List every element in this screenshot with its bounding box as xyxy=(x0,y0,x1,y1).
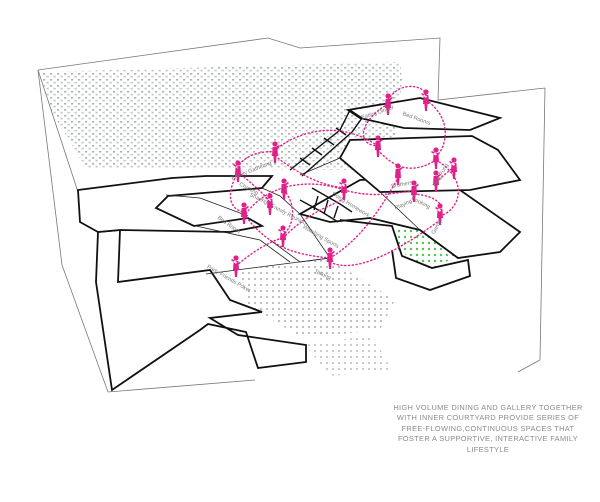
person-figure xyxy=(375,135,383,157)
person-figure xyxy=(272,141,280,163)
interior-lines xyxy=(165,157,421,275)
right-lower-slab xyxy=(297,175,522,259)
person-figure xyxy=(233,160,241,182)
diagram-caption: HIGH VOLUME DINING AND GALLERY TOGETHER … xyxy=(382,403,594,455)
dotted-ground-floor xyxy=(240,258,395,338)
courtyard-steps xyxy=(339,219,471,291)
activity-label: Sharing xyxy=(248,192,268,206)
caption-line: FREE-FLOWING,CONTINUOUS SPACES THAT xyxy=(401,423,575,433)
person-figure xyxy=(327,247,335,269)
people-figures xyxy=(231,89,457,277)
interaction-path xyxy=(425,99,446,157)
interaction-path xyxy=(377,149,437,169)
caption-line: LIFESTYLE xyxy=(466,444,510,454)
caption-line: HIGH VOLUME DINING AND GALLERY TOGETHER xyxy=(393,403,583,412)
person-figure xyxy=(241,202,249,224)
person-figure xyxy=(278,225,286,247)
interaction-path xyxy=(329,219,441,267)
person-figure xyxy=(449,157,457,179)
person-figure xyxy=(431,147,439,169)
interaction-path xyxy=(274,155,345,189)
interaction-path xyxy=(274,129,379,151)
building-envelope xyxy=(37,37,546,393)
perforated-back-wall xyxy=(40,62,402,170)
interaction-path xyxy=(387,85,427,101)
interaction-path xyxy=(243,213,331,259)
person-figure xyxy=(433,170,441,192)
interaction-path xyxy=(435,159,459,217)
staircase xyxy=(289,108,363,223)
activity-label: Brothers xyxy=(391,180,413,190)
activity-label: Watching Sports xyxy=(301,224,340,250)
interaction-path xyxy=(237,171,271,205)
person-figure xyxy=(265,193,273,215)
dotted-ground-floor-front xyxy=(305,335,392,376)
caption-line: FOSTER A SUPPORTIVE, INTERACTIVE FAMILY xyxy=(397,434,579,444)
person-figure xyxy=(339,178,347,200)
ground-floor-slab xyxy=(95,229,307,392)
person-figure xyxy=(411,180,419,202)
person-figure xyxy=(231,255,239,277)
interaction-path xyxy=(362,103,389,147)
interaction-path xyxy=(343,189,415,196)
interaction-path xyxy=(237,151,276,169)
interaction-path xyxy=(329,177,399,259)
caption-line: WITH INNER COURTYARD PROVIDE SERIES OF xyxy=(396,413,580,423)
person-figure xyxy=(435,203,443,225)
person-figure xyxy=(421,89,429,111)
floor-slabs xyxy=(77,97,522,392)
person-figure xyxy=(395,163,403,185)
person-figure xyxy=(385,93,393,115)
interaction-path xyxy=(229,171,245,213)
mid-floor-left-slab xyxy=(77,175,274,233)
person-figure xyxy=(281,178,289,200)
